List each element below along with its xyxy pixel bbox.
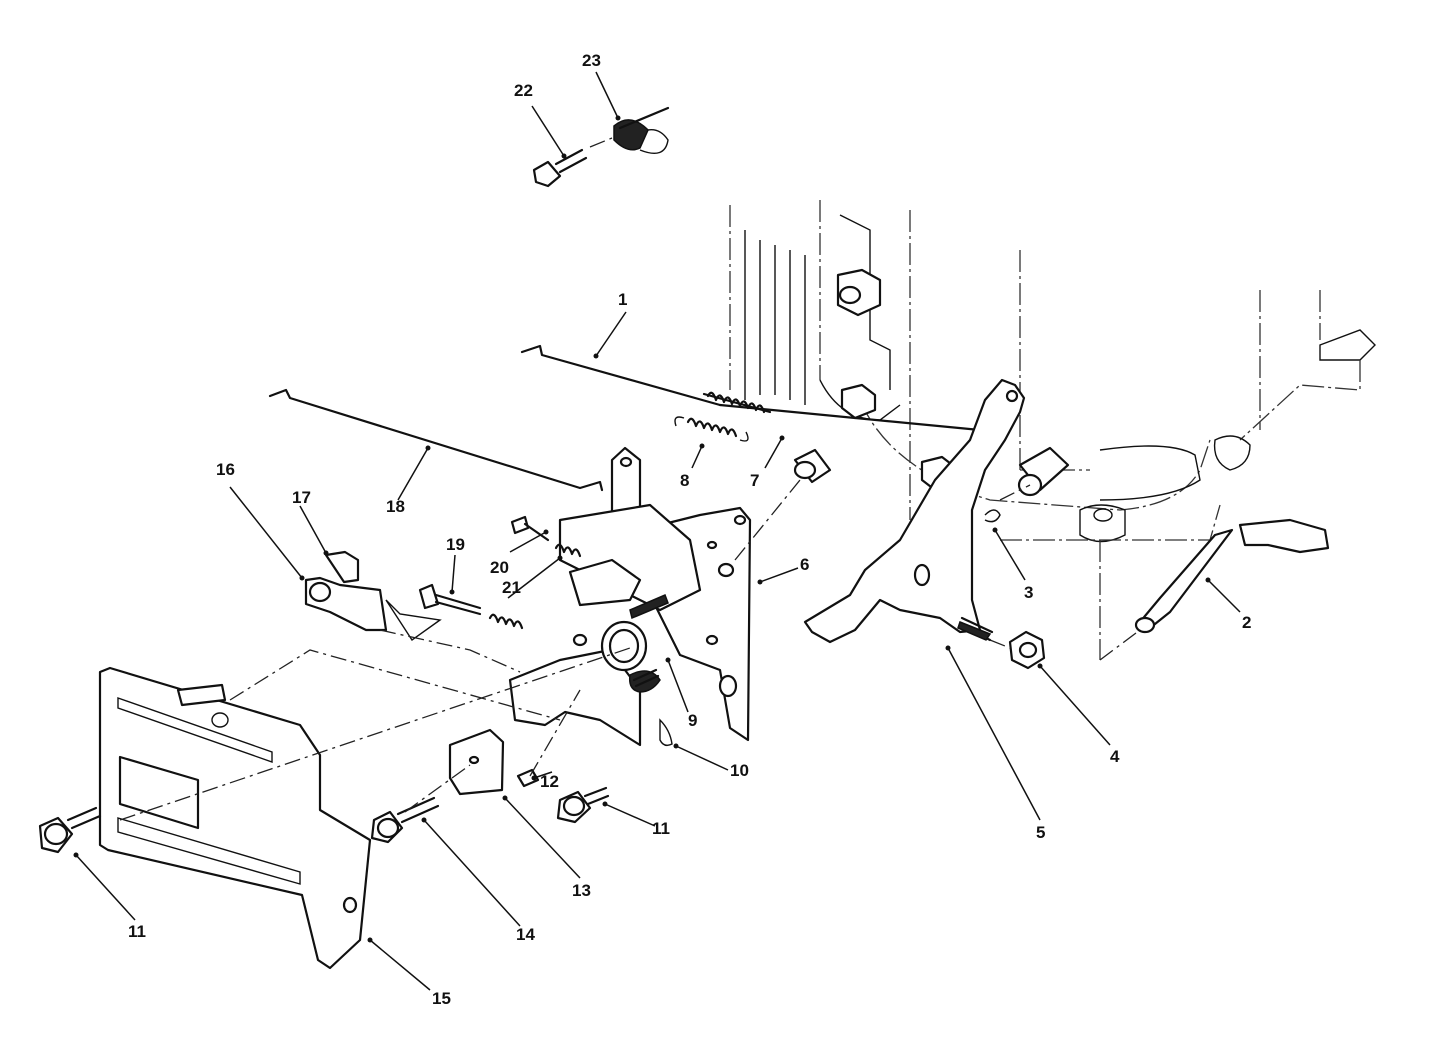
assembly-lines	[119, 137, 1141, 821]
callout-21: 21	[502, 578, 521, 597]
callout-11-right: 11	[652, 819, 670, 838]
part-1-governor-rod	[520, 344, 982, 432]
callout-19: 19	[446, 535, 465, 554]
leader-lines	[73, 71, 1241, 991]
callout-20: 20	[490, 558, 509, 577]
callout-5: 5	[1036, 823, 1045, 842]
bushing-2	[1017, 446, 1070, 497]
part-19-adjustment-screw	[418, 583, 524, 630]
engine-block-outline	[729, 200, 1376, 660]
callout-labels: 1 2 3 4 5 6 7 8 9 10 11 11 12 13 14 15 1…	[128, 51, 1251, 1008]
part-13-cable-clamp	[448, 728, 505, 796]
bushing	[793, 448, 832, 484]
part-7-governor-spring	[702, 391, 772, 414]
callout-23: 23	[582, 51, 601, 70]
part-11-bolt-right	[556, 786, 610, 824]
part-16-throttle-plate	[304, 576, 442, 641]
callout-2: 2	[1242, 613, 1251, 632]
callout-17: 17	[292, 488, 311, 507]
part-6-control-bracket	[508, 446, 752, 747]
part-18-throttle-rod	[268, 388, 604, 492]
part-15-cover-plate	[98, 666, 372, 970]
callout-1: 1	[618, 290, 627, 309]
part-22-screw	[532, 148, 588, 188]
part-10-washer	[659, 718, 673, 747]
part-12-screw	[516, 768, 540, 788]
callout-18: 18	[386, 497, 405, 516]
callout-7: 7	[750, 471, 759, 490]
callout-15: 15	[432, 989, 451, 1008]
callout-11-left: 11	[128, 922, 146, 941]
part-4-nut	[1008, 630, 1046, 670]
part-23-cable-clamp	[613, 106, 670, 154]
callout-22: 22	[514, 81, 533, 100]
part-20-screw	[510, 515, 550, 542]
part-21-spring	[554, 543, 582, 558]
callout-12: 12	[540, 772, 559, 791]
callout-13: 13	[572, 881, 591, 900]
callout-8: 8	[680, 471, 689, 490]
callout-3: 3	[1024, 583, 1033, 602]
part-14-bolt	[370, 796, 440, 844]
callout-14: 14	[516, 925, 535, 944]
part-9-friction-spring	[628, 668, 661, 693]
part-17-clip	[324, 550, 360, 584]
callout-9: 9	[688, 711, 697, 730]
part-3-clip	[984, 509, 1001, 523]
part-8-spring	[674, 416, 749, 442]
part-5-governor-lever	[803, 378, 1026, 644]
callout-10: 10	[730, 761, 749, 780]
part-11-bolt-left	[38, 806, 102, 854]
part-2-governor-shaft	[1134, 518, 1330, 634]
callout-16: 16	[216, 460, 235, 479]
callout-6: 6	[800, 555, 809, 574]
callout-4: 4	[1110, 747, 1120, 766]
